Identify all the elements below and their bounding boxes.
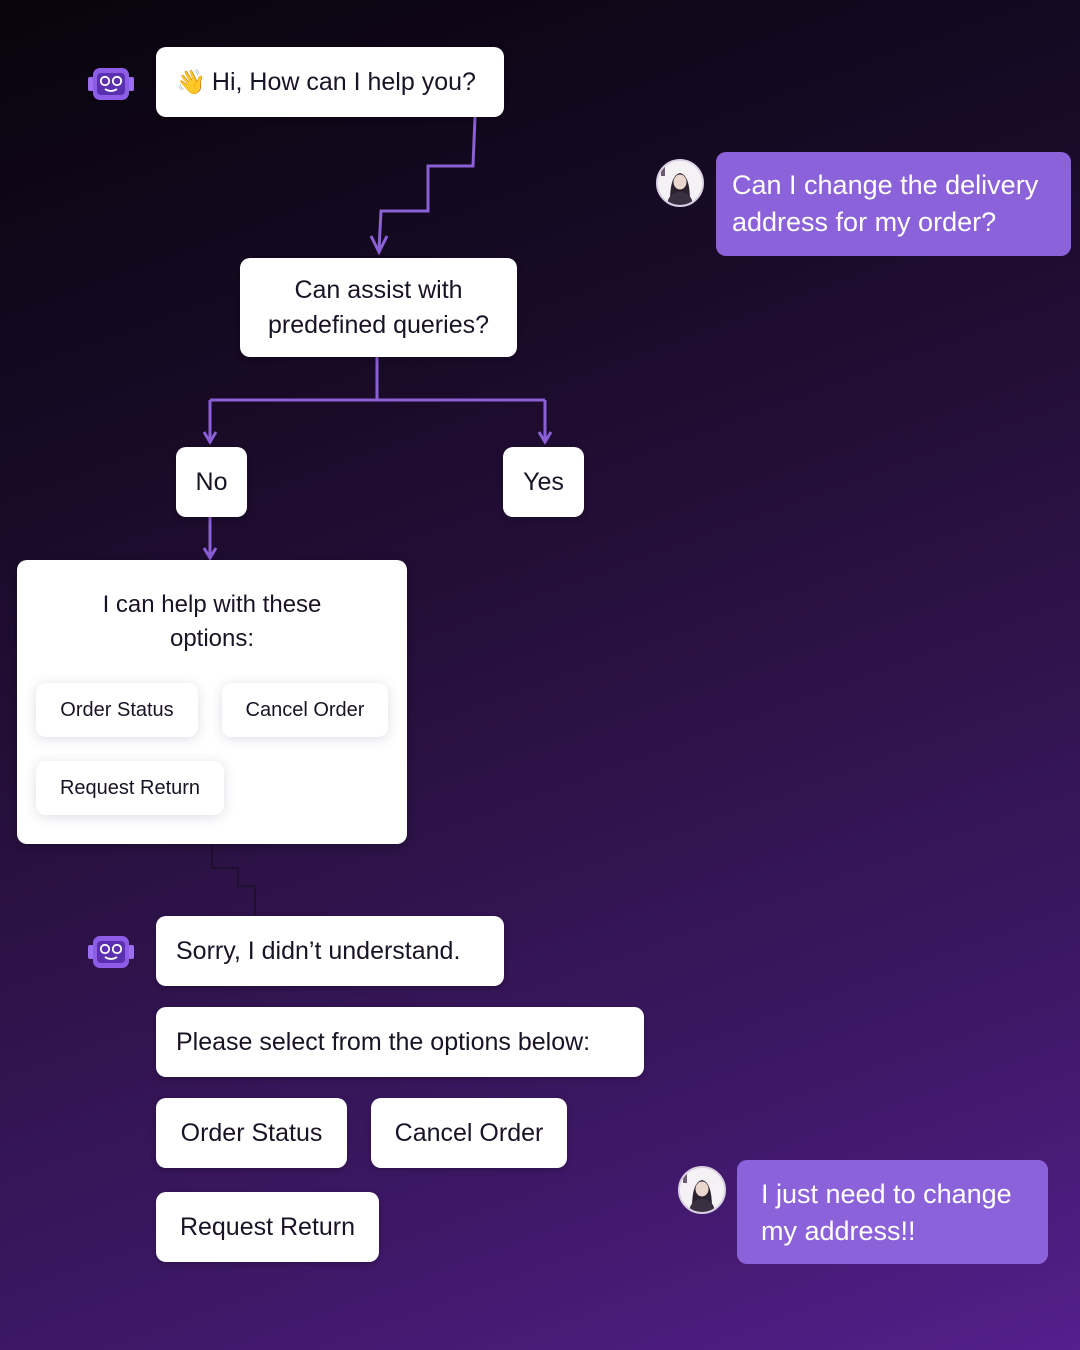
arrowhead-panel <box>202 547 218 561</box>
arrowhead-decision <box>369 235 389 256</box>
decision-node: Can assist with predefined queries? <box>240 258 517 357</box>
options-panel: I can help with these options: Order Sta… <box>17 560 407 844</box>
user-message-text-1: Can I change the delivery address for my… <box>732 170 1039 237</box>
option-request-return-label: Request Return <box>179 1212 356 1241</box>
user-message-text-2: I just need to change my address!! <box>761 1179 1012 1246</box>
options-panel-title: I can help with these options: <box>102 591 322 652</box>
arrowhead-yes <box>537 431 553 445</box>
option-order-status-button[interactable]: Order Status <box>156 1098 347 1168</box>
waving-hand-icon: 👋 <box>176 68 206 96</box>
option-order-status-label: Order Status <box>180 1118 323 1147</box>
user-avatar <box>656 159 704 207</box>
bot-prompt-bubble: Please select from the options below: <box>156 1007 644 1077</box>
option-cancel-order-label: Cancel Order <box>394 1118 544 1147</box>
bot-fallback-bubble: Sorry, I didn’t understand. <box>156 916 504 986</box>
user-avatar <box>678 1166 726 1214</box>
option-request-return-button[interactable]: Request Return <box>156 1192 379 1262</box>
user-photo-icon <box>680 1168 724 1212</box>
branch-no-node: No <box>176 447 247 517</box>
connector-panel-to-fallback <box>211 845 256 915</box>
branch-yes-label: Yes <box>523 467 564 496</box>
bot-greeting-text: Hi, How can I help you? <box>211 67 476 96</box>
robot-face-icon <box>88 68 134 100</box>
option-cancel-order-button[interactable]: Cancel Order <box>371 1098 567 1168</box>
panel-option-order-status[interactable]: Order Status <box>36 683 198 737</box>
branch-no-label: No <box>195 467 228 496</box>
bot-prompt-text: Please select from the options below: <box>176 1027 591 1056</box>
decision-question-text: Can assist with predefined queries? <box>268 275 489 339</box>
user-message-bubble-1: Can I change the delivery address for my… <box>716 152 1071 256</box>
user-message-bubble-2: I just need to change my address!! <box>737 1160 1048 1264</box>
bot-greeting-bubble: 👋 Hi, How can I help you? <box>156 47 504 117</box>
branch-yes-node: Yes <box>503 447 584 517</box>
robot-face-icon <box>88 936 134 968</box>
panel-option-cancel-order[interactable]: Cancel Order <box>222 683 388 737</box>
arrowhead-no <box>202 431 218 445</box>
bot-fallback-text: Sorry, I didn’t understand. <box>176 936 461 965</box>
user-photo-icon <box>658 161 702 205</box>
panel-option-request-return[interactable]: Request Return <box>36 761 224 815</box>
connector-greeting-to-decision <box>377 116 477 251</box>
